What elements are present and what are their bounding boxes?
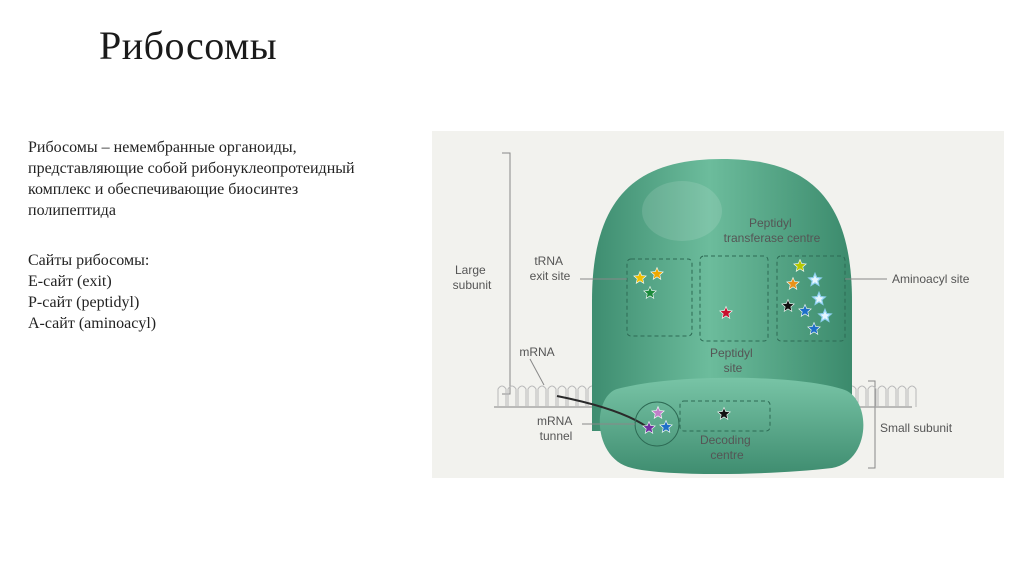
site-item-a: A-сайт (aminoacyl) [28,315,157,332]
trna-star-aminoacyl [781,298,795,312]
decoding-centre-label: Decoding centre [700,433,754,462]
trna-exit-label: tRNA exit site [530,254,571,283]
description-line: полипептида [28,202,116,219]
trna-star-aminoacyl [786,276,800,290]
trna-star-aminoacyl [811,290,827,306]
trna-star-tunnel [642,420,656,434]
trna-star-aminoacyl [807,321,821,335]
sites-heading: Сайты рибосомы: [28,252,150,269]
small-subunit-shape [599,377,864,474]
site-item-e: E-сайт (exit) [28,273,112,290]
peptidyl-site-box [699,255,769,342]
description-text: Рибосомы – немембранные органоиды, предс… [28,137,428,334]
small-subunit-label: Small subunit [880,421,953,435]
description-line: Рибосомы – немембранные органоиды, [28,139,297,156]
exit-site-box [626,258,693,337]
peptidyl-transferase-label: Peptidyl transferase centre [724,216,821,245]
body-highlight [642,181,722,241]
mrna-label: mRNA [519,345,554,359]
trna-star-aminoacyl [817,307,833,323]
aminoacyl-site-label: Aminoacyl site [892,272,970,286]
mrna-tunnel-label: mRNA tunnel [537,414,575,443]
aminoacyl-site-box [776,255,846,342]
trna-star-aminoacyl [793,258,807,272]
large-subunit-label: Large subunit [453,263,492,292]
trna-star-aminoacyl [798,303,812,317]
page-title: Рибосомы [99,23,278,68]
large-subunit-bracket [502,152,511,395]
description-line: комплекс и обеспечивающие биосинтез [28,181,299,198]
site-item-p: P-сайт (peptidyl) [28,294,140,311]
large-subunit-shape [592,159,852,431]
mrna-tunnel-path [556,395,648,428]
trna-star-exit [633,270,647,284]
decoding-centre-box [679,400,771,432]
ribosome-diagram: Large subunit tRNA exit site Peptidyl tr… [432,131,1004,478]
ribosome-sites-list: Сайты рибосомы: E-сайт (exit) P-сайт (pe… [28,250,428,334]
trna-star-tunnel [651,405,665,419]
trna-star-tunnel [659,419,673,433]
description-line: представляющие собой рибонуклеопротеидны… [28,160,355,177]
trna-star-decoding [717,406,731,420]
trna-star-exit [650,266,664,280]
small-subunit-bracket [868,380,876,469]
mrna-leader [529,358,545,386]
peptidyl-site-label: Peptidyl site [710,346,756,375]
trna-star-peptidyl [719,305,733,319]
trna-star-aminoacyl [807,271,823,287]
trna-star-exit [643,285,657,299]
